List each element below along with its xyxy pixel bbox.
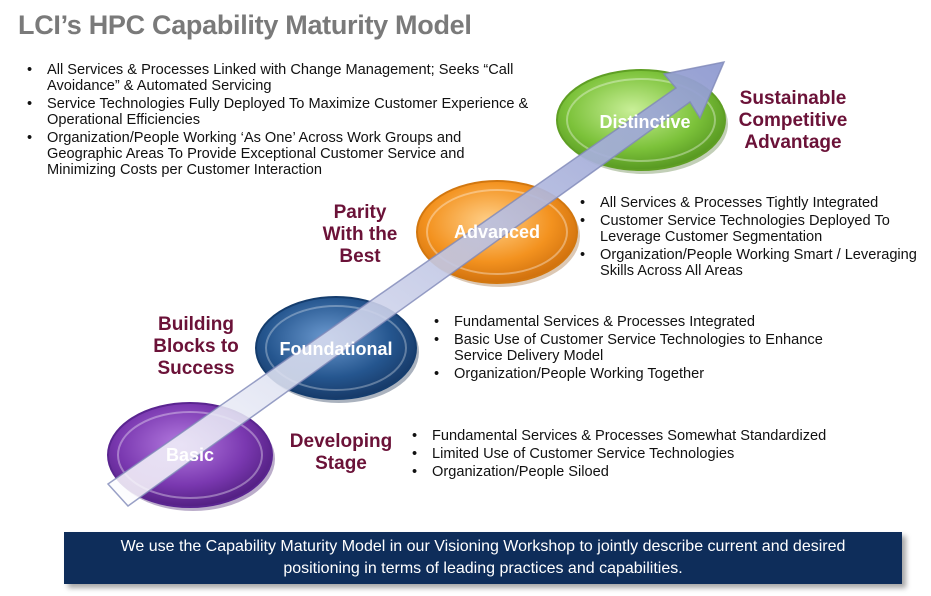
label-line: Competitive [738, 110, 848, 131]
label-parity-with-the-best: Parity With the Best [305, 202, 415, 268]
list-item: Organization/People Siloed [410, 464, 890, 480]
list-item: Customer Service Technologies Deployed T… [578, 213, 926, 245]
list-item: All Services & Processes Linked with Cha… [25, 62, 535, 94]
bullets-foundational: Fundamental Services & Processes Integra… [432, 314, 872, 384]
list-item: Organization/People Working Smart / Leve… [578, 247, 926, 279]
list-item: Fundamental Services & Processes Somewha… [410, 428, 890, 444]
label-line: With the [322, 224, 398, 245]
page-title: LCI’s HPC Capability Maturity Model [18, 10, 472, 40]
list-item: Fundamental Services & Processes Integra… [432, 314, 872, 330]
label-line: Building [158, 314, 234, 335]
list-item: All Services & Processes Tightly Integra… [578, 195, 926, 211]
label-sustainable-competitive-advantage: Sustainable Competitive Advantage [718, 88, 868, 154]
growth-arrow [106, 60, 726, 507]
list-item: Limited Use of Customer Service Technolo… [410, 446, 890, 462]
label-line: Best [339, 246, 381, 267]
list-item: Service Technologies Fully Deployed To M… [25, 96, 535, 128]
label-line: Advantage [744, 132, 842, 153]
summary-banner: We use the Capability Maturity Model in … [64, 532, 902, 584]
stage-label-basic: Basic [166, 445, 214, 465]
label-line: Success [157, 358, 235, 379]
list-item: Organization/People Working Together [432, 366, 872, 382]
stage-label-distinctive: Distinctive [599, 112, 690, 132]
stage-label-foundational: Foundational [280, 339, 393, 359]
label-developing-stage: Developing Stage [276, 431, 406, 475]
bullets-advanced: All Services & Processes Tightly Integra… [578, 195, 926, 281]
bullets-basic: Fundamental Services & Processes Somewha… [410, 428, 890, 482]
label-building-blocks: Building Blocks to Success [136, 314, 256, 380]
label-line: Developing [289, 431, 393, 452]
bullets-distinctive: All Services & Processes Linked with Cha… [25, 62, 535, 180]
list-item: Basic Use of Customer Service Technologi… [432, 332, 872, 364]
label-line: Stage [315, 453, 367, 474]
banner-text: We use the Capability Maturity Model in … [120, 538, 846, 577]
list-item: Organization/People Working ‘As One’ Acr… [25, 130, 535, 178]
label-line: Blocks to [153, 336, 239, 357]
stage-label-advanced: Advanced [454, 222, 540, 242]
label-line: Sustainable [739, 88, 847, 109]
label-line: Parity [333, 202, 387, 223]
